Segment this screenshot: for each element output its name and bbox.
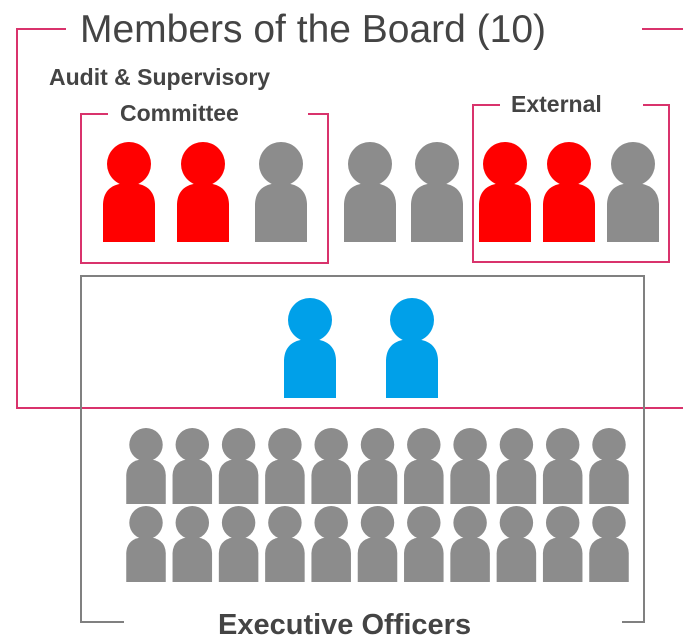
executive-officer-figure — [126, 428, 166, 504]
executive-officer-figure — [311, 428, 351, 504]
audit-committee-member-figure — [177, 142, 229, 242]
executive-officer-figure — [542, 505, 583, 582]
executive-officer-figure — [450, 505, 490, 582]
audit-committee-frame — [80, 113, 329, 264]
executive-officer-figure — [496, 428, 537, 504]
audit-committee-label-line1: Audit & Supervisory — [49, 64, 271, 90]
external-frame — [472, 104, 670, 263]
director-figure — [344, 142, 396, 242]
executive-officer-figure — [218, 505, 259, 582]
executive-officer-figure — [450, 428, 490, 504]
executive-officer-figure — [589, 505, 629, 582]
executive-officer-figure — [542, 428, 583, 504]
executive-officers-frame — [80, 275, 645, 623]
executive-director-figure — [284, 298, 336, 398]
executive-director-figure — [386, 298, 438, 398]
executive-officer-figure — [357, 505, 398, 582]
executive-officer-figure — [172, 505, 213, 582]
executive-officer-figure — [496, 505, 537, 582]
executive-officer-figure — [172, 428, 213, 504]
executive-officer-figure — [404, 428, 444, 504]
executive-officer-figure — [126, 505, 166, 582]
executive-officer-figure — [265, 428, 305, 504]
board-title: Members of the Board (10) — [74, 10, 553, 49]
external-director-figure — [479, 142, 531, 242]
executive-officer-figure — [404, 505, 444, 582]
audit-committee-label-line2: Committee — [114, 102, 245, 125]
external-label: External — [505, 93, 608, 116]
executive-officer-figure — [311, 505, 351, 582]
executive-officer-figure — [218, 428, 259, 504]
executive-officers-label: Executive Officers — [210, 611, 480, 640]
audit-committee-member-figure — [255, 142, 307, 242]
director-figure — [411, 142, 463, 242]
external-director-figure — [543, 142, 595, 242]
board-frame — [16, 28, 683, 409]
executive-officer-figure — [265, 505, 305, 582]
executive-officer-figure — [589, 428, 629, 504]
audit-committee-member-figure — [103, 142, 155, 242]
external-director-figure — [607, 142, 659, 242]
executive-officer-figure — [357, 428, 398, 504]
